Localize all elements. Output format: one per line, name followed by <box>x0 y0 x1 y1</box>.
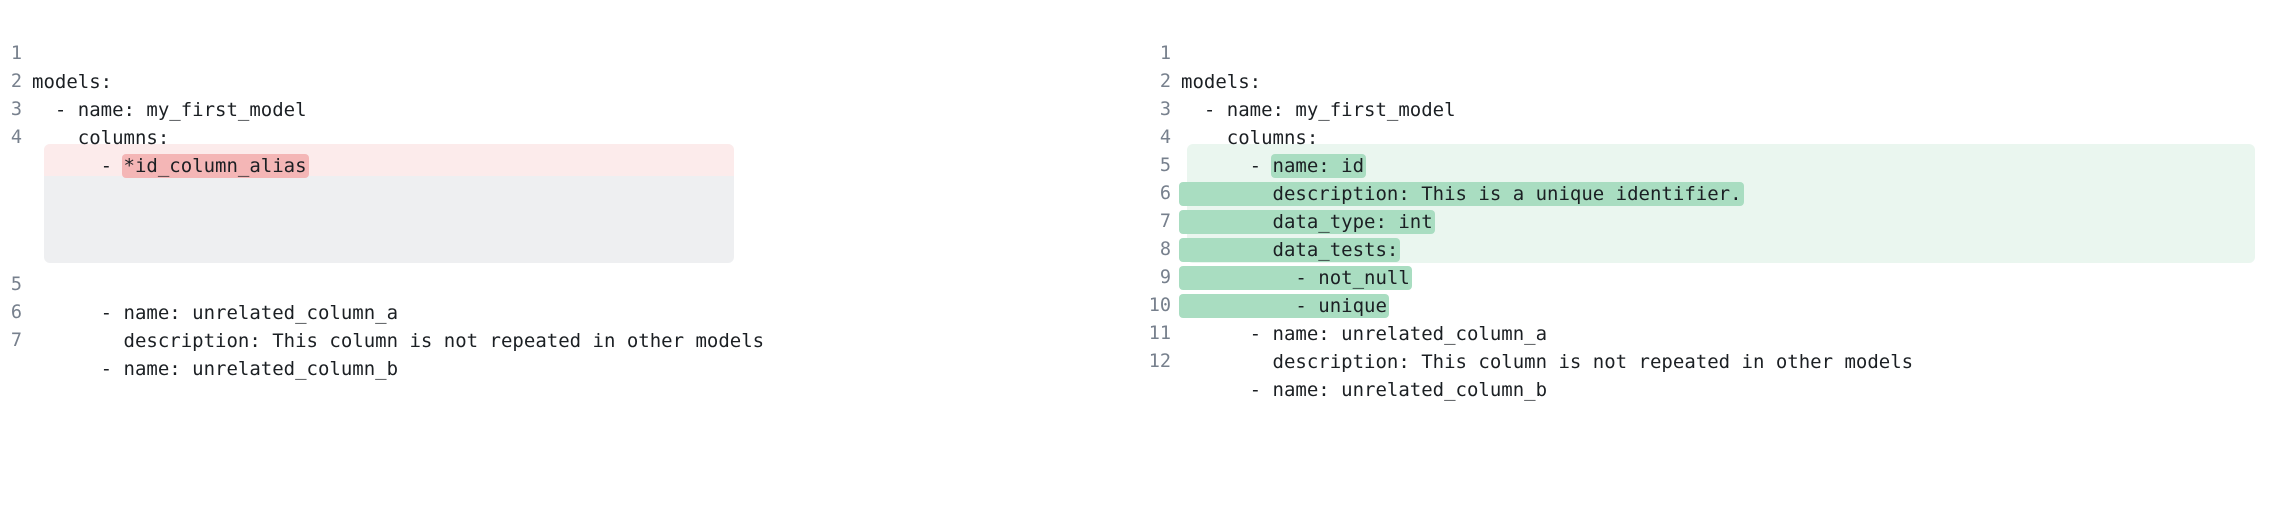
line-content: - name: my_first_model <box>1181 99 1456 121</box>
line-content: - not_null <box>1179 264 1412 292</box>
code-line[interactable]: 5 - name: unrelated_column_a <box>0 243 398 324</box>
line-number: 11 <box>1148 323 1171 344</box>
line-number: 2 <box>1159 71 1171 92</box>
line-content: - name: unrelated_column_a <box>1181 323 1548 345</box>
line-indent-prefix: - <box>1181 155 1273 177</box>
line-number: 4 <box>1159 127 1171 148</box>
line-content: models: <box>32 71 113 93</box>
code-line[interactable]: 1 models: <box>0 12 112 93</box>
code-line[interactable]: 6 description: This column is not repeat… <box>0 271 764 352</box>
code-line[interactable]: 2 - name: my_first_model <box>1139 40 1456 121</box>
line-content: - name: unrelated_column_b <box>32 358 399 380</box>
line-number: 1 <box>1159 43 1171 64</box>
added-word-highlight: - not_null <box>1179 266 1412 290</box>
code-line-added[interactable]: 5 description: This is a unique identifi… <box>1139 124 1744 206</box>
line-content: - name: id <box>1181 152 1367 180</box>
line-number: 3 <box>10 99 22 120</box>
line-number: 1 <box>10 43 22 64</box>
line-content: columns: <box>32 127 170 149</box>
code-line[interactable]: 7 - name: unrelated_column_b <box>0 299 398 380</box>
line-content: - name: unrelated_column_b <box>1181 379 1548 401</box>
line-content: - unique <box>1179 292 1389 320</box>
code-line[interactable]: 10 - name: unrelated_column_a <box>1139 264 1547 345</box>
code-line-added[interactable]: 7 data_tests: <box>1139 180 1401 262</box>
line-content: models: <box>1181 71 1262 93</box>
line-content: - name: unrelated_column_a <box>32 302 399 324</box>
code-line[interactable]: 3 columns: <box>0 68 169 149</box>
line-content: description: This column is not repeated… <box>1181 351 1914 373</box>
code-line[interactable]: 2 - name: my_first_model <box>0 40 307 121</box>
line-number: 7 <box>10 330 22 351</box>
line-number: 5 <box>10 274 22 295</box>
code-line[interactable]: 1 models: <box>1139 12 1261 93</box>
code-line[interactable]: 11 description: This column is not repea… <box>1139 292 1913 373</box>
removed-word-highlight: *id_column_alias <box>121 154 309 178</box>
line-number: 9 <box>1159 267 1171 288</box>
added-word-highlight: - unique <box>1179 294 1389 318</box>
code-line-removed[interactable]: 4 - *id_column_alias <box>0 96 309 178</box>
diff-panel-after: 1 models: 2 - name: my_first_model 3 col… <box>1139 0 2278 528</box>
line-indent-prefix: - <box>32 155 124 177</box>
code-line[interactable]: 12 - name: unrelated_column_b <box>1139 320 1547 401</box>
line-content: description: This column is not repeated… <box>32 330 765 352</box>
code-line-added[interactable]: 6 data_type: int <box>1139 152 1435 234</box>
added-word-highlight: data_tests: <box>1179 238 1401 262</box>
line-number: 12 <box>1148 351 1171 372</box>
code-line-added[interactable]: 8 - not_null <box>1139 208 1412 290</box>
code-line[interactable]: 3 columns: <box>1139 68 1318 149</box>
line-number: 5 <box>1159 155 1171 176</box>
line-content: description: This is a unique identifier… <box>1179 180 1744 208</box>
diff-panel-before: 1 models: 2 - name: my_first_model 3 col… <box>0 12 764 380</box>
added-word-highlight: name: id <box>1270 154 1367 178</box>
line-number: 4 <box>10 127 22 148</box>
line-content: - name: my_first_model <box>32 99 307 121</box>
added-word-highlight: data_type: int <box>1179 210 1435 234</box>
line-number: 6 <box>1159 183 1171 204</box>
line-number: 8 <box>1159 239 1171 260</box>
right-code-lines: 1 models: 2 - name: my_first_model 3 col… <box>1139 12 1913 401</box>
left-code-lines: 1 models: 2 - name: my_first_model 3 col… <box>0 12 764 380</box>
line-number: 6 <box>10 302 22 323</box>
code-line-added[interactable]: 9 - unique <box>1139 236 1389 318</box>
code-line-added[interactable]: 4 - name: id <box>1139 96 1367 178</box>
line-number: 7 <box>1159 211 1171 232</box>
line-number: 3 <box>1159 99 1171 120</box>
line-content: columns: <box>1181 127 1319 149</box>
added-word-highlight: description: This is a unique identifier… <box>1179 182 1744 206</box>
line-number: 2 <box>10 71 22 92</box>
line-content: data_tests: <box>1179 236 1401 264</box>
line-content: - *id_column_alias <box>32 152 309 180</box>
line-content: data_type: int <box>1179 208 1435 236</box>
line-number: 10 <box>1148 295 1171 316</box>
